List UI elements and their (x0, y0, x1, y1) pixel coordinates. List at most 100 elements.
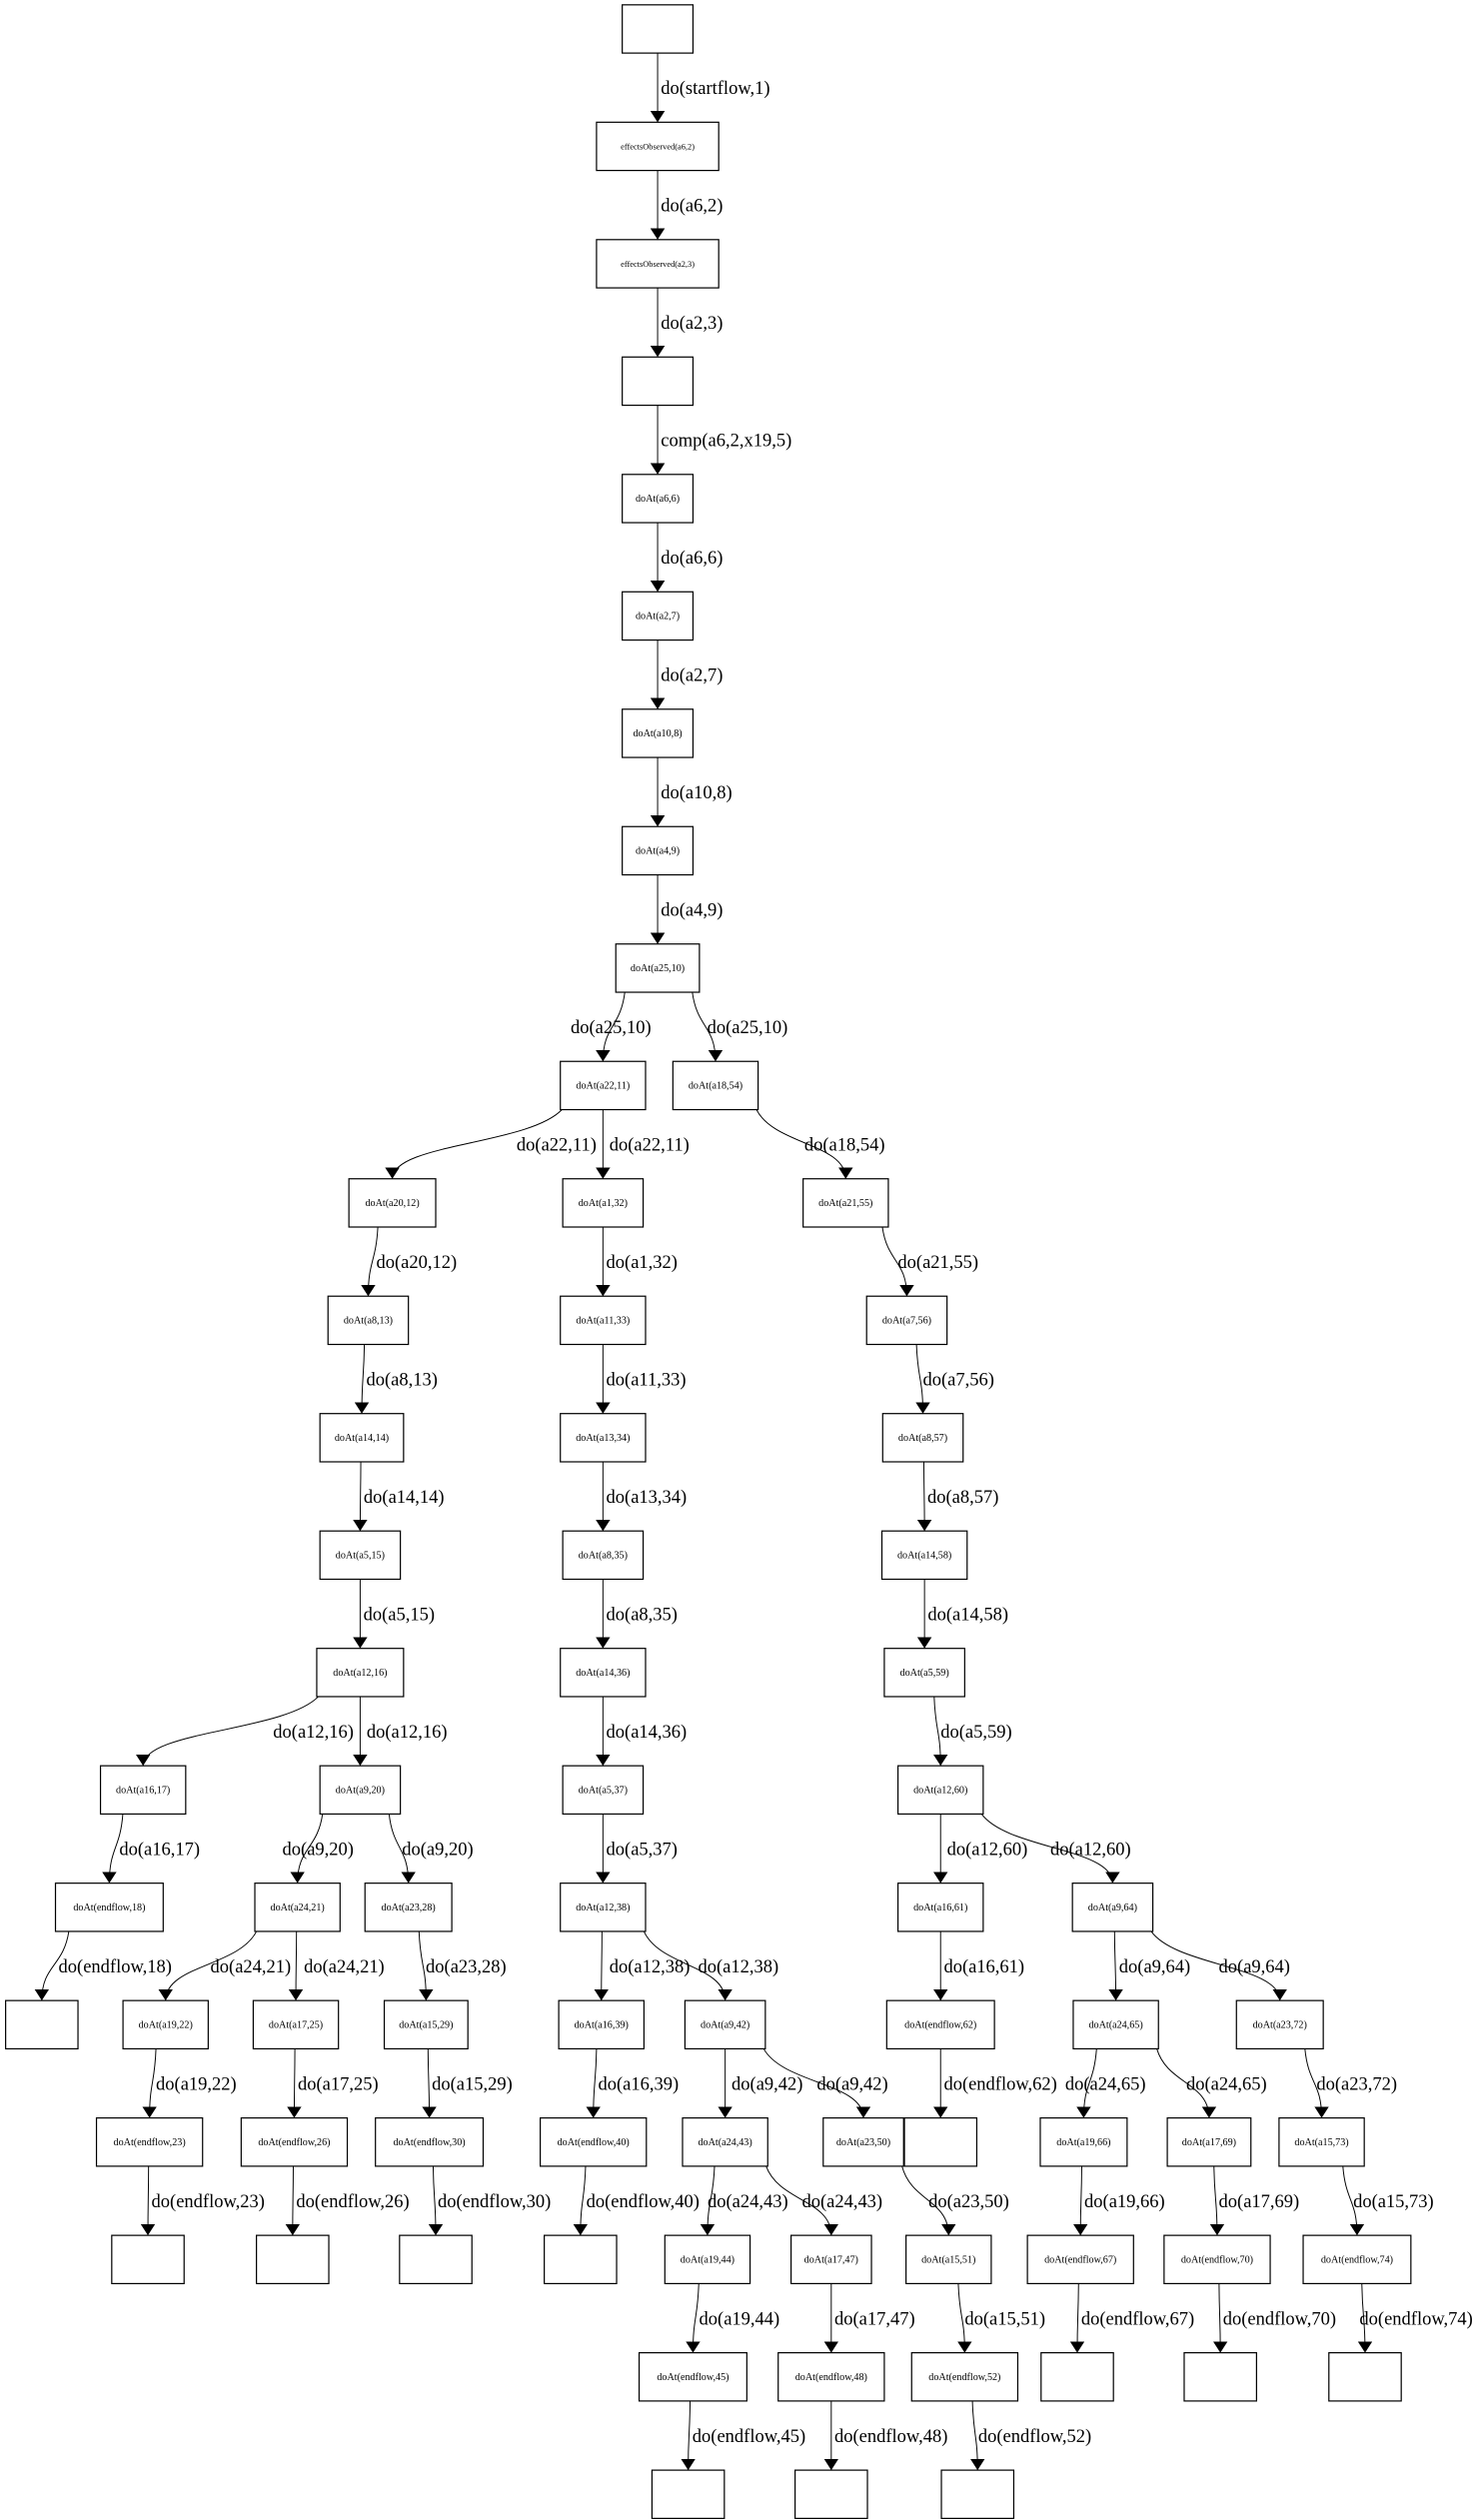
node-label: doAt(a11,33) (576, 1316, 630, 1327)
edge-label: do(a8,57) (927, 1488, 998, 1508)
node-label: doAt(endflow,23) (114, 2137, 186, 2148)
node-label: doAt(a20,12) (365, 1198, 419, 1209)
graph-edge (288, 1930, 304, 2001)
node-box (1040, 2352, 1114, 2402)
graph-node: doAt(a16,17) (99, 1765, 187, 1816)
node-box (596, 239, 720, 289)
node-label: doAt(a9,64) (1088, 1902, 1137, 1913)
node-label: doAt(endflow,67) (1044, 2254, 1116, 2265)
node-box (622, 591, 695, 641)
edge-label: do(a10,8) (661, 783, 732, 803)
edge-label: do(a14,14) (364, 1488, 445, 1508)
graph-edge (287, 2048, 302, 2118)
node-label: doAt(a17,47) (804, 2254, 858, 2265)
edge-label: do(a24,21) (304, 1957, 385, 1977)
graph-edge (969, 2400, 985, 2471)
graph-edge (596, 991, 626, 1062)
node-label: doAt(a15,73) (1294, 2137, 1348, 2148)
node-box (316, 1648, 405, 1698)
edge-label: do(a14,36) (607, 1723, 688, 1743)
node-label: doAt(a23,28) (382, 1902, 436, 1913)
node-label: doAt(a19,44) (681, 2254, 735, 2265)
edge-label: do(a9,42) (732, 2074, 802, 2094)
node-box (399, 2234, 473, 2285)
node-label: doAt(a5,59) (900, 1668, 949, 1679)
graph-node: doAt(a14,58) (880, 1530, 968, 1581)
node-label: doAt(a24,21) (271, 1902, 325, 1913)
node-box (99, 1765, 187, 1816)
node-box (905, 2234, 992, 2285)
node-label: doAt(endflow,18) (73, 1902, 145, 1913)
graph-node: doAt(endflow,67) (1026, 2234, 1134, 2285)
edge-label: do(endflow,62) (943, 2074, 1056, 2094)
node-label: doAt(a12,60) (913, 1786, 967, 1797)
edge-label: do(a5,59) (940, 1723, 1011, 1743)
graph-node: doAt(a18,54) (672, 1060, 759, 1111)
edge-label: do(a16,39) (599, 2074, 680, 2094)
node-box (822, 2117, 904, 2167)
edge-label: do(a6,6) (661, 549, 723, 569)
node-label: doAt(a23,72) (1253, 2020, 1307, 2031)
graph-node: doAt(a4,9) (622, 825, 695, 876)
edge-label: do(endflow,48) (834, 2427, 947, 2447)
graph-node-empty (622, 4, 695, 54)
edge-label: comp(a6,2,x19,5) (661, 432, 791, 452)
graph-node: doAt(endflow,52) (910, 2352, 1019, 2402)
node-label: doAt(a13,34) (576, 1433, 630, 1444)
edge-label: do(a7,56) (923, 1371, 994, 1391)
graph-edge (422, 2048, 437, 2118)
node-layer: effectsObserved(a6,2)effectsObserved(a2,… (5, 4, 1412, 2519)
graph-node-empty (544, 2234, 618, 2285)
graph-node: doAt(a24,43) (682, 2117, 768, 2167)
node-box (319, 1765, 402, 1816)
graph-node-empty (1040, 2352, 1114, 2402)
node-box (54, 1883, 164, 1932)
node-box (622, 825, 695, 876)
node-box (1026, 2234, 1134, 2285)
node-label: doAt(a14,58) (897, 1551, 951, 1562)
graph-node: doAt(a12,38) (560, 1883, 647, 1932)
graph-node: doAt(endflow,45) (638, 2352, 747, 2402)
graph-node-empty (651, 2469, 726, 2519)
edge-label: do(a9,20) (402, 1840, 473, 1860)
node-box (1163, 2234, 1271, 2285)
edge-label: do(a24,43) (801, 2192, 882, 2212)
graph-node: doAt(a21,55) (802, 1178, 889, 1228)
graph-node: doAt(a9,64) (1071, 1883, 1154, 1932)
graph-edge (1156, 2048, 1217, 2118)
node-box (777, 2352, 885, 2402)
node-label: doAt(a2,7) (636, 612, 680, 623)
graph-node: doAt(a5,37) (562, 1765, 645, 1816)
graph-edge (881, 1226, 914, 1297)
node-label: doAt(a8,13) (344, 1316, 393, 1327)
node-box (881, 1413, 964, 1463)
graph-edge (1342, 2165, 1365, 2236)
node-label: doAt(a22,11) (576, 1081, 630, 1092)
node-box (940, 2469, 1015, 2519)
node-label: doAt(endflow,30) (394, 2137, 466, 2148)
graph-node: doAt(endflow,48) (777, 2352, 885, 2402)
node-label: doAt(endflow,74) (1321, 2254, 1393, 2265)
edge-label: do(a17,47) (834, 2309, 915, 2329)
node-label: doAt(a14,14) (335, 1433, 389, 1444)
node-box (794, 2469, 868, 2519)
edge-label: do(a12,60) (947, 1840, 1028, 1860)
node-label: doAt(endflow,26) (258, 2137, 330, 2148)
edge-label: do(a14,58) (927, 1606, 1008, 1626)
graph-edge (142, 2048, 157, 2118)
edge-label: do(endflow,67) (1081, 2309, 1194, 2329)
graph-edge (643, 1930, 733, 2001)
node-box (560, 1883, 647, 1932)
graph-node-empty (903, 2117, 978, 2167)
node-box (865, 1295, 948, 1346)
edge-label: do(a22,11) (610, 1136, 690, 1156)
edge-label: do(a5,37) (607, 1840, 678, 1860)
edge-label: do(a21,55) (897, 1253, 978, 1273)
graph-node: doAt(a6,6) (622, 474, 695, 524)
graph-edge (135, 1696, 319, 1767)
node-label: doAt(a12,16) (333, 1668, 387, 1679)
graph-edge (385, 1109, 563, 1179)
node-box (95, 2117, 204, 2167)
edge-label: do(a9,20) (283, 1840, 354, 1860)
graph-edge (681, 2400, 696, 2471)
